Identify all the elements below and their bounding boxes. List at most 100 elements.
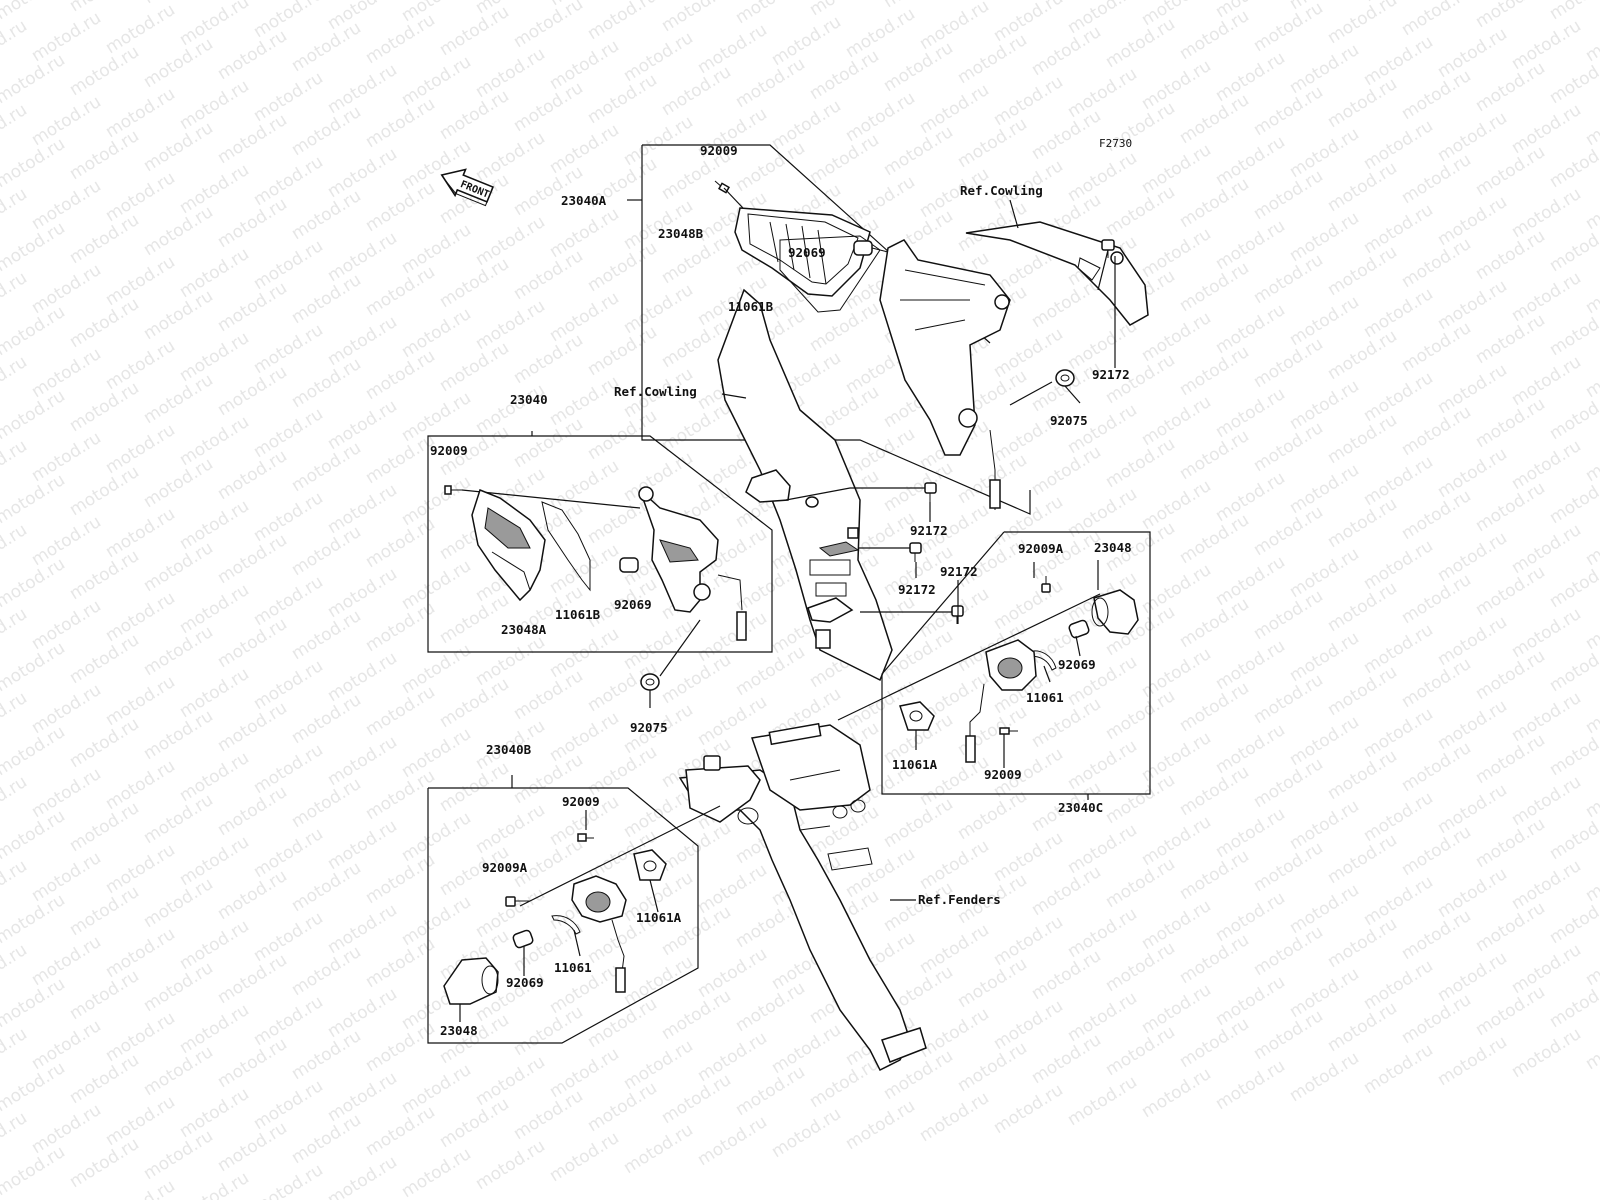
label-right-gasket: 11061 [1026, 690, 1064, 705]
watermark-text: motod.ru [732, 1062, 809, 1120]
watermark-text: motod.ru [28, 932, 105, 990]
watermark-text: motod.ru [954, 954, 1031, 1012]
top-lens-icon [734, 207, 871, 297]
label-bottom-screw-a: 92009A [482, 860, 528, 875]
watermark-text: motod.ru [990, 576, 1067, 634]
label-top-bulb: 92069 [788, 245, 826, 260]
watermark-text: motod.ru [398, 1144, 475, 1200]
watermark-text: motod.ru [990, 324, 1067, 382]
watermark-text: motod.ru [1360, 536, 1437, 594]
watermark-text: motod.ru [0, 436, 31, 494]
watermark-text: motod.ru [250, 656, 327, 714]
watermark-text: motod.ru [510, 666, 587, 724]
watermark-text: motod.ru [362, 10, 439, 68]
watermark-text: motod.ru [250, 488, 327, 546]
watermark-text: motod.ru [1324, 242, 1401, 300]
watermark-text: motod.ru [1064, 1072, 1141, 1130]
top-clip-icon [1101, 239, 1115, 258]
watermark-text: motod.ru [28, 848, 105, 906]
watermark-text: motod.ru [694, 608, 771, 666]
watermark-text: motod.ru [1472, 58, 1549, 116]
watermark-text: motod.ru [1138, 476, 1215, 534]
watermark-text: motod.ru [1582, 764, 1600, 822]
watermark-text: motod.ru [1064, 400, 1141, 458]
watermark-text: motod.ru [1102, 770, 1179, 828]
watermark-text: motod.ru [250, 572, 327, 630]
watermark-text: motod.ru [658, 398, 735, 456]
figure-code: F2730 [1099, 137, 1132, 150]
label-clip-2: 92172 [898, 582, 936, 597]
watermark-text: motod.ru [176, 1084, 253, 1142]
watermark-text: motod.ru [436, 254, 513, 312]
watermark-text: motod.ru [250, 404, 327, 462]
watermark-text: motod.ru [250, 824, 327, 882]
watermark-text: motod.ru [620, 616, 697, 674]
watermark-text: motod.ru [140, 118, 217, 176]
watermark-text: motod.ru [990, 912, 1067, 970]
watermark-text: motod.ru [324, 648, 401, 706]
watermark-text: motod.ru [66, 1134, 143, 1192]
watermark-text: motod.ru [436, 758, 513, 816]
watermark-text: motod.ru [510, 414, 587, 472]
watermark-text: motod.ru [1324, 326, 1401, 384]
watermark-text: motod.ru [28, 8, 105, 66]
bottom-signal-assembly [427, 775, 721, 1044]
watermark-text: motod.ru [1176, 762, 1253, 820]
watermark-text: motod.ru [1212, 888, 1289, 946]
watermark-text: motod.ru [1324, 746, 1401, 804]
watermark-text: motod.ru [1286, 544, 1363, 602]
watermark-text: motod.ru [842, 844, 919, 902]
watermark-text: motod.ru [732, 978, 809, 1036]
watermark-text: motod.ru [1324, 0, 1401, 48]
label-right-lens: 23048 [1094, 540, 1132, 555]
watermark-text: motod.ru [1176, 258, 1253, 316]
watermark-text: motod.ru [1508, 268, 1585, 326]
watermark-text: motod.ru [324, 396, 401, 454]
watermark-text: motod.ru [250, 0, 327, 42]
watermark-text: motod.ru [768, 96, 845, 154]
watermark-text: motod.ru [510, 1086, 587, 1144]
watermark-text: motod.ru [658, 818, 735, 876]
watermark-text: motod.ru [1434, 360, 1511, 418]
screw-icon [577, 833, 594, 842]
watermark-text: motod.ru [1582, 848, 1600, 906]
watermark-text: motod.ru [1250, 82, 1327, 140]
watermark-text: motod.ru [324, 312, 401, 370]
watermark-text: motod.ru [916, 0, 993, 54]
watermark-text: motod.ru [1138, 140, 1215, 198]
watermark-text: motod.ru [176, 244, 253, 302]
watermark-text: motod.ru [28, 512, 105, 570]
watermark-text: motod.ru [66, 882, 143, 940]
watermark-text: motod.ru [362, 346, 439, 404]
watermark-text: motod.ru [1324, 998, 1401, 1056]
watermark-text: motod.ru [102, 420, 179, 478]
watermark-text: motod.ru [1508, 520, 1585, 578]
watermark-text: motod.ru [250, 908, 327, 966]
watermark-text: motod.ru [398, 556, 475, 614]
watermark-text: motod.ru [1212, 468, 1289, 526]
watermark-text: motod.ru [214, 1034, 291, 1092]
watermark-text: motod.ru [1286, 1048, 1363, 1106]
watermark-text: motod.ru [28, 1100, 105, 1158]
watermark-text: motod.ru [472, 212, 549, 270]
watermark-text: motod.ru [1360, 284, 1437, 342]
watermark-text: motod.ru [1508, 352, 1585, 410]
left-signal-assembly [427, 431, 773, 708]
watermark-text: motod.ru [436, 86, 513, 144]
watermark-text: motod.ru [1176, 342, 1253, 400]
watermark-text: motod.ru [102, 1092, 179, 1150]
watermark-text: motod.ru [472, 800, 549, 858]
watermark-text: motod.ru [398, 892, 475, 950]
right-signal-assembly [837, 531, 1151, 800]
watermark-text: motod.ru [472, 296, 549, 354]
watermark-text: motod.ru [288, 774, 365, 832]
watermark-text: motod.ru [1582, 680, 1600, 738]
label-top-grommet: 92075 [1050, 413, 1088, 428]
watermark-text: motod.ru [1286, 460, 1363, 518]
watermark-text: motod.ru [1176, 1014, 1253, 1072]
watermark-text: motod.ru [880, 38, 957, 96]
bottom-lens-icon [443, 957, 499, 1005]
watermark-text: motod.ru [584, 994, 661, 1052]
watermark-text: motod.ru [288, 690, 365, 748]
watermark-text: motod.ru [28, 764, 105, 822]
